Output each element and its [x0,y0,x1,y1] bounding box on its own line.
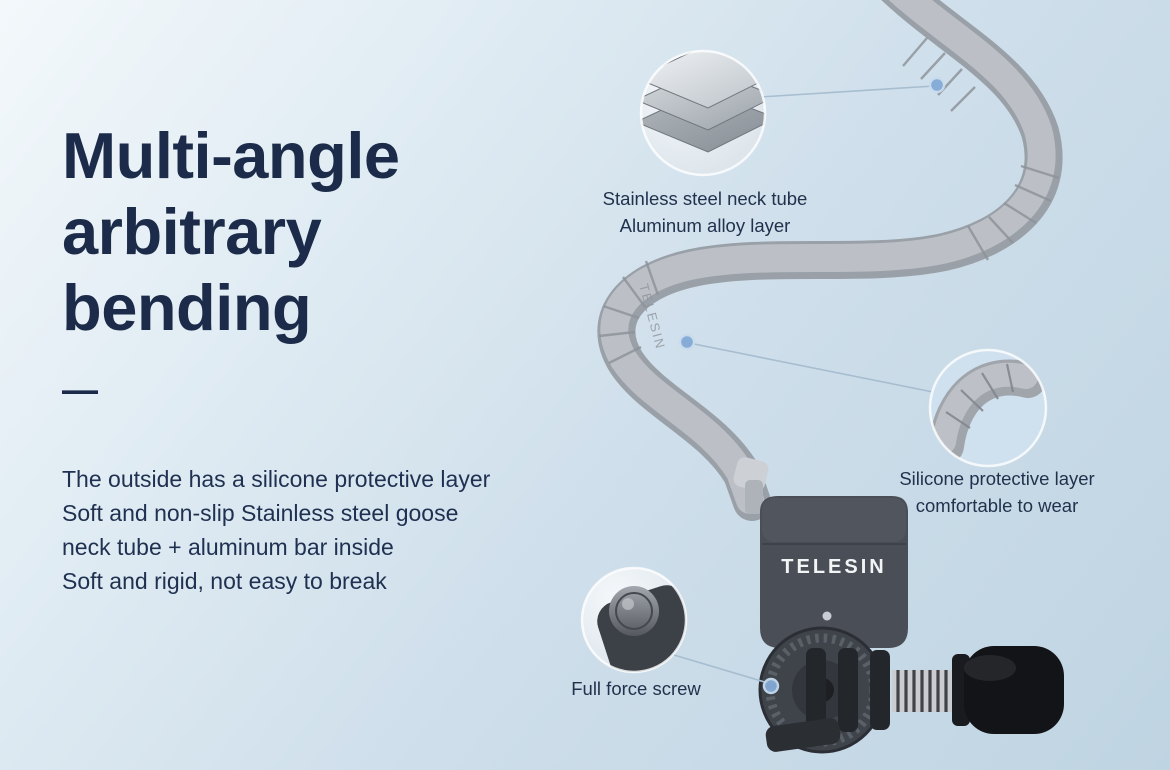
page-title: Multi-angle arbitrary bending [62,118,542,346]
callout-circle-silicone [928,348,1048,468]
headline-dash: — [62,369,98,411]
callout-lines [673,85,935,684]
callout-line-steel [759,85,935,98]
description-line-3: neck tube + aluminum bar inside [62,534,394,561]
steel-label-line-2: Aluminum alloy layer [619,215,791,236]
mount-body: TELESIN [760,496,908,648]
callout-label-screw: Full force screw [511,675,761,702]
callout-label-silicone: Silicone protective layer comfortable to… [847,465,1147,519]
mount-finger-2 [838,648,858,732]
description-line-2: Soft and non-slip Stainless steel goose [62,500,459,527]
silicone-label-line-2: comfortable to wear [915,495,1079,516]
callout-line-silicone [688,342,934,393]
tube-neck [745,480,763,514]
callout-circle-steel [639,49,767,177]
mount-indicator-dot [822,611,832,621]
callout-dot-screw [762,677,780,695]
callout-dots [678,76,946,695]
callout-line-screw [673,654,769,684]
description-line-4: Soft and rigid, not easy to break [62,568,387,595]
callout-dot-silicone [678,333,696,351]
left-text-column: Multi-angle arbitrary bending — The outs… [62,118,542,598]
description-line-1: The outside has a silicone protective la… [62,466,491,493]
product-description: The outside has a silicone protective la… [62,462,542,598]
mount-base [758,626,1064,754]
tube-ribs-right [966,164,1060,261]
mount-finger-3 [870,650,890,730]
headline-line-2: arbitrary [62,195,322,269]
silicone-label-line-1: Silicone protective layer [899,468,1095,489]
headline-line-3: bending [62,271,312,345]
screw-label-line-1: Full force screw [571,678,701,699]
headline-line-1: Multi-angle [62,119,400,192]
mount-tab [765,718,841,752]
callout-dot-steel [928,76,946,94]
tube-ribs-left [598,260,660,365]
mount-finger-1 [806,648,826,732]
steel-label-line-1: Stainless steel neck tube [602,188,808,209]
brand-logo: TELESIN [781,556,886,578]
callout-label-steel: Stainless steel neck tube Aluminum alloy… [555,185,855,239]
